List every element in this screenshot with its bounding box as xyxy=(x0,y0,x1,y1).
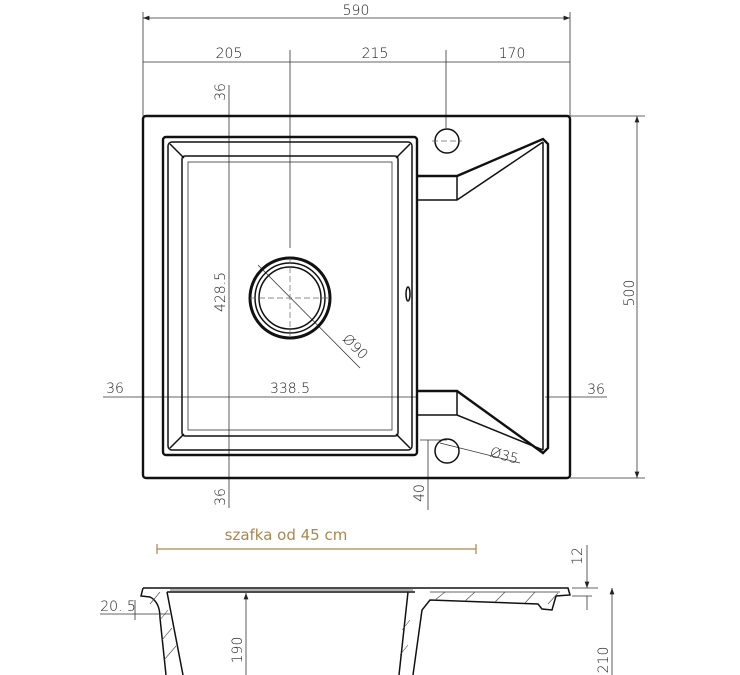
dim-segment-right: 170 xyxy=(499,46,526,62)
sink-top-view xyxy=(141,114,572,480)
tap-hole-icon xyxy=(432,128,462,154)
dim-drainboard-right-margin: 36 xyxy=(587,382,605,398)
dim-bowl-depth: 428.5 xyxy=(213,272,229,312)
dim-drain-diameter: Ø90 xyxy=(339,331,371,363)
dim-total-height: 210 xyxy=(596,647,612,674)
tap-hole-icon xyxy=(434,438,460,464)
dim-overall-depth: 500 xyxy=(622,280,638,307)
dim-wall-offset: 20. 5 xyxy=(100,599,136,615)
dim-bowl-height: 190 xyxy=(230,637,246,664)
dim-tap-hole-offset: 40 xyxy=(412,484,428,502)
dim-tap-hole-diameter: Ø35 xyxy=(488,445,520,468)
cabinet-size-note: szafka od 45 cm xyxy=(225,526,348,544)
sink-section-view xyxy=(100,545,615,675)
dim-segment-middle: 215 xyxy=(362,46,389,62)
dim-bowl-bottom-margin: 36 xyxy=(213,488,229,506)
dim-bowl-width: 338.5 xyxy=(270,381,310,397)
drain-icon xyxy=(248,256,332,340)
dim-segment-left: 205 xyxy=(216,46,243,62)
cabinet-width-line xyxy=(156,544,477,554)
dim-bowl-left-margin: 36 xyxy=(106,381,124,397)
dim-rim-thickness: 12 xyxy=(570,547,586,565)
dim-overall-width: 590 xyxy=(343,3,370,19)
dim-bowl-top-margin: 36 xyxy=(213,83,229,101)
